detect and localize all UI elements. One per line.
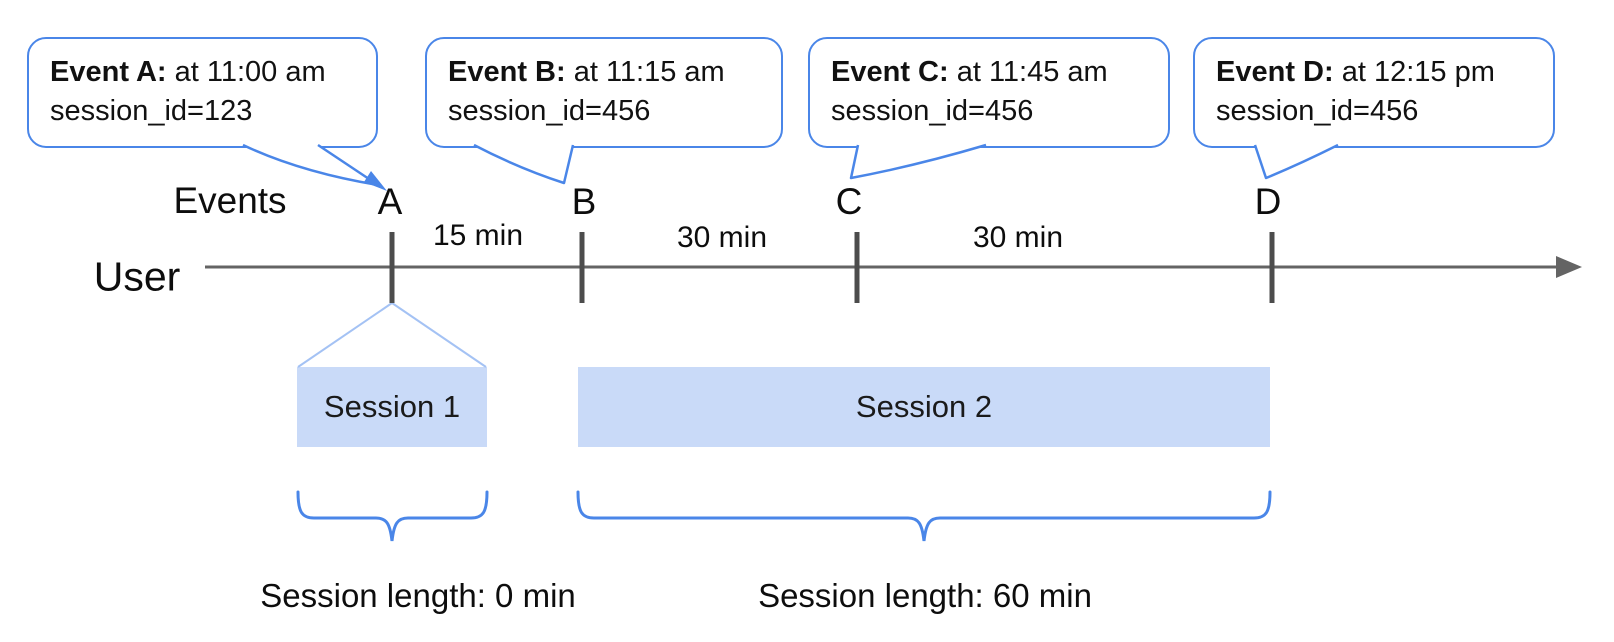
session-1-brace (296, 490, 489, 542)
event-d-title: Event D: (1216, 56, 1334, 88)
event-a-bubble: Event A: at 11:00 am session_id=123 (27, 37, 378, 148)
event-c-title: Event C: (831, 56, 949, 88)
interval-a-b-label: 15 min (432, 219, 524, 252)
session-2-length-label: Session length: 60 min (758, 577, 1092, 614)
event-c-session-id: session_id=456 (831, 95, 1034, 127)
event-b-session-id: session_id=456 (448, 95, 651, 127)
event-a-title: Event A: (50, 56, 167, 88)
event-a-letter: A (377, 181, 403, 222)
event-d-bubble: Event D: at 12:15 pm session_id=456 (1193, 37, 1555, 148)
event-b-letter: B (571, 181, 597, 222)
event-a-bubble-tail (242, 143, 380, 187)
event-c-bubble: Event C: at 11:45 am session_id=456 (808, 37, 1170, 148)
event-a-time: at 11:00 am (166, 56, 326, 88)
event-c-bubble-tail (849, 143, 987, 180)
event-a-session-id: session_id=123 (50, 95, 253, 127)
event-c-bubble-line1: Event C: at 11:45 am (831, 53, 1160, 92)
event-b-bubble: Event B: at 11:15 am session_id=456 (425, 37, 783, 148)
session-2-box: Session 2 (578, 367, 1270, 447)
session-1-funnel-left-line (297, 302, 393, 368)
session-1-funnel-right-line (391, 302, 487, 368)
events-axis-label: Events (173, 180, 287, 221)
event-b-title: Event B: (448, 56, 566, 88)
event-b-bubble-tail (473, 143, 575, 185)
session-1-length-label: Session length: 0 min (260, 577, 576, 614)
event-d-bubble-line1: Event D: at 12:15 pm (1216, 53, 1545, 92)
session-1-label: Session 1 (323, 389, 461, 424)
session-1-box: Session 1 (297, 367, 487, 447)
event-d-session-id: session_id=456 (1216, 95, 1419, 127)
event-c-time: at 11:45 am (948, 56, 1108, 88)
session-2-brace (576, 490, 1272, 542)
event-a-bubble-line1: Event A: at 11:00 am (50, 53, 368, 92)
user-axis-label: User (93, 253, 181, 300)
timeline-arrowhead-icon (1556, 256, 1582, 278)
interval-c-d-label: 30 min (972, 221, 1064, 254)
event-d-bubble-tail (1253, 143, 1339, 180)
event-d-time: at 12:15 pm (1333, 56, 1495, 88)
event-b-time: at 11:15 am (565, 56, 725, 88)
event-c-letter: C (835, 181, 863, 222)
event-d-letter: D (1254, 181, 1282, 222)
session-2-label: Session 2 (855, 389, 993, 424)
interval-b-c-label: 30 min (676, 221, 768, 254)
event-b-bubble-line1: Event B: at 11:15 am (448, 53, 773, 92)
